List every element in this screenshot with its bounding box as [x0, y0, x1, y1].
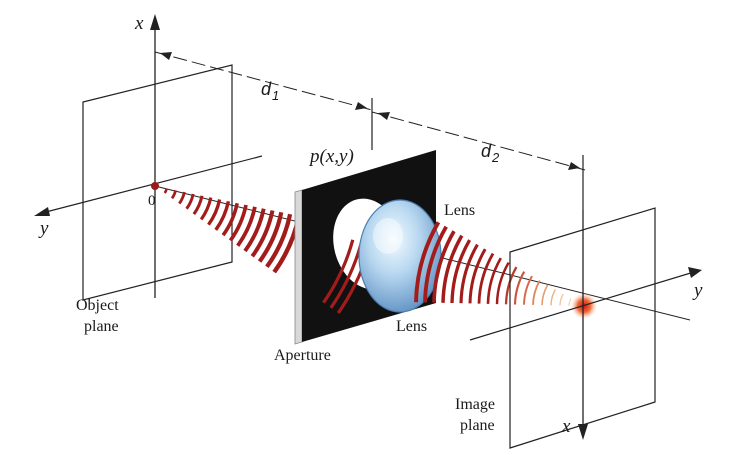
wavefront-arc: [559, 293, 564, 306]
wavefront-arc: [207, 199, 222, 226]
object-x-axis: [150, 14, 160, 298]
image-plane-frame: [509, 207, 656, 449]
wavefront-arc: [322, 239, 355, 304]
wavefront-arc: [532, 280, 541, 305]
wavefront-arc: [432, 230, 456, 303]
wavefront-arc: [541, 284, 549, 306]
wavefront-arc: [423, 225, 448, 303]
label-d2: d 2: [481, 141, 500, 165]
wavefront-arc: [265, 213, 293, 269]
wavefront-arc: [523, 275, 533, 305]
wavefront-arc: [477, 252, 495, 304]
wavefront-arc: [163, 188, 168, 194]
wavefront-arc: [441, 234, 464, 303]
label-image-plane-line2: plane: [460, 417, 495, 434]
label-x-top: x: [134, 13, 144, 34]
wavefront-arc: [414, 221, 441, 303]
x-axis-arrowhead: [150, 14, 160, 30]
svg-text:d: d: [481, 141, 492, 161]
image-x-axis: [578, 210, 588, 440]
label-y-right: y: [692, 280, 703, 301]
d2-dimension: [371, 111, 586, 210]
label-object-plane-line2: plane: [84, 318, 119, 335]
label-image-plane-line1: Image: [455, 396, 495, 413]
wavefront-arc: [550, 289, 557, 306]
wavefront-arc: [236, 206, 257, 247]
svg-text:1: 1: [272, 88, 279, 103]
wavefront-arc: [192, 195, 204, 216]
wavefront-arc: [486, 257, 502, 304]
image-x-arrowhead: [578, 424, 588, 440]
wavefront-arc: [170, 189, 177, 200]
wavefront-arc: [257, 211, 284, 263]
wavefront-arc: [459, 243, 479, 304]
wavefront-arc: [450, 239, 472, 304]
label-object-plane-line1: Object: [76, 297, 119, 314]
object-point: [151, 182, 159, 190]
label-d1: d 1: [261, 79, 279, 103]
wavefront-arc: [468, 248, 487, 304]
lens-body: [358, 199, 442, 313]
image-y-arrowhead: [688, 267, 702, 278]
wavefront-arc: [228, 204, 248, 242]
label-lens-top: Lens: [444, 202, 475, 219]
label-pupil-function: p(x,y): [308, 146, 354, 167]
label-y-left: y: [38, 218, 49, 239]
svg-text:2: 2: [491, 150, 500, 165]
label-x-bottom: x: [561, 416, 571, 437]
image-plane: [509, 207, 656, 449]
svg-text:d: d: [261, 79, 272, 99]
wavefront-arc: [568, 298, 572, 306]
wavefront-arc: [495, 261, 510, 305]
wavefront-arc: [221, 202, 239, 237]
wavefront-arc: [504, 266, 518, 305]
wavefront-arc: [513, 271, 526, 305]
lens: [358, 199, 442, 313]
wavefront-arc: [214, 200, 231, 231]
wavefront-arc: [178, 191, 186, 205]
wavefront-arc: [243, 208, 266, 253]
wavefront-arc: [185, 193, 195, 210]
d1-dimension: [154, 51, 373, 150]
wavefronts-image-side: [414, 221, 572, 306]
object-plane-frame: [82, 64, 233, 301]
image-y-axis: [469, 267, 702, 341]
label-origin: 0: [148, 193, 156, 209]
label-aperture: Aperture: [274, 347, 331, 364]
wavefronts-object-side: [163, 188, 302, 274]
label-lens-bottom: Lens: [396, 318, 427, 335]
object-plane: [82, 64, 233, 301]
wavefront-arc: [199, 197, 213, 221]
wavefront-arc: [250, 210, 275, 258]
y-axis-arrowhead: [34, 207, 50, 216]
